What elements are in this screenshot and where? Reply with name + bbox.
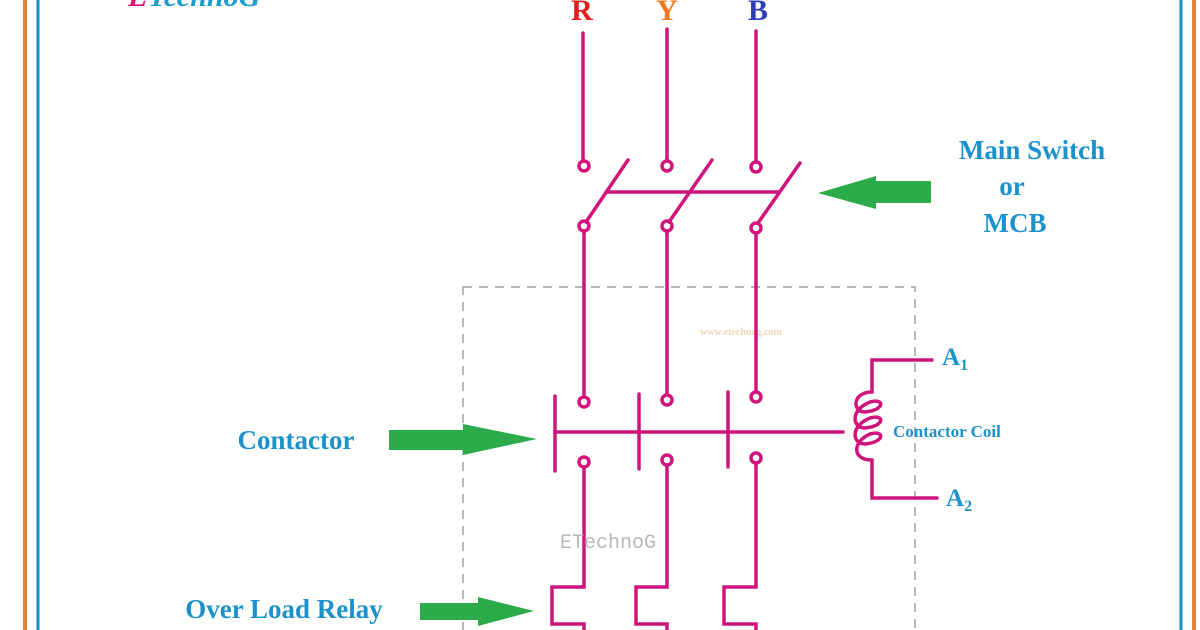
mcb-terminal-r-top (577, 159, 591, 173)
label-or: or (999, 171, 1025, 201)
contactor-coil-wire-a1 (870, 358, 934, 394)
phase-label-b: B (748, 0, 768, 27)
contactor-coil-wire-a2 (870, 458, 939, 500)
arrow-to-mcb (818, 176, 931, 209)
overload-relay-element-r (550, 465, 586, 630)
label-contactor-coil: Contactor Coil (893, 422, 1001, 441)
label-a1: A1 (942, 344, 968, 374)
phase-label-r: R (571, 0, 593, 27)
mcb-terminal-y-top (660, 159, 674, 173)
label-main-switch: Main Switch (959, 135, 1105, 165)
overload-relay-element-b (722, 461, 758, 630)
contactor-terminal-b-top (749, 390, 763, 404)
watermark-brand: ETechnoG (560, 532, 656, 555)
phase-label-y: Y (656, 0, 678, 27)
contactor-terminal-r-top (577, 395, 591, 409)
contactor-coil-winding (853, 390, 883, 462)
mcb-terminal-b-top (749, 160, 763, 174)
label-mcb: MCB (984, 208, 1047, 238)
arrow-to-overload-relay (420, 597, 534, 626)
label-a2: A2 (946, 485, 972, 515)
logo: ETechnoG (127, 0, 261, 13)
contactor-terminal-y-top (660, 393, 674, 407)
label-contactor: Contactor (238, 425, 355, 455)
arrow-to-contactor (389, 424, 537, 455)
watermark-url: www.etechnog.com (700, 327, 782, 338)
label-over-load-relay: Over Load Relay (185, 594, 383, 624)
logo-rest: TechnoG (148, 0, 261, 13)
contactor-enclosure-dashed-box (462, 286, 916, 630)
overload-relay-element-y (634, 463, 669, 630)
logo-first-letter: E (127, 0, 148, 13)
